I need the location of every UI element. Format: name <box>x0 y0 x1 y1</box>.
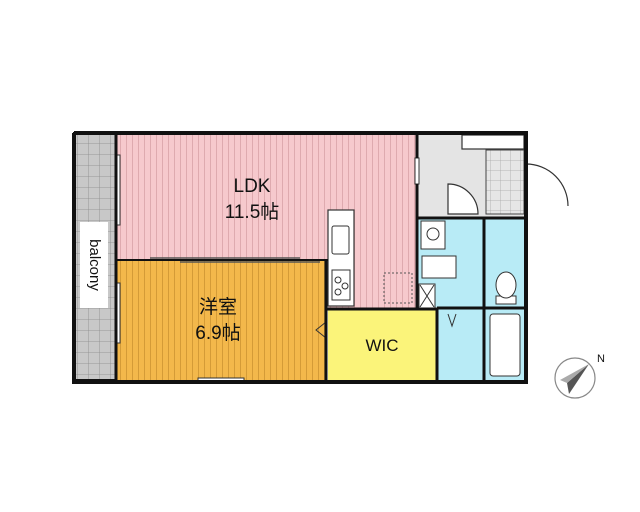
bath-corridor-floor <box>438 309 486 380</box>
balcony-label-bg <box>80 222 108 308</box>
burner-icon <box>341 282 349 290</box>
washbasin <box>420 220 446 250</box>
ldk-name-label: LDK <box>234 176 271 197</box>
burner-icon <box>334 288 342 296</box>
ldk-floor <box>117 135 417 261</box>
wic-floor <box>328 310 436 380</box>
balcony-label: balcony <box>86 239 103 291</box>
fridge-space <box>383 272 413 304</box>
entrance-tile <box>485 149 525 215</box>
bedroom-floor <box>117 261 326 380</box>
folding-door-mark <box>447 313 457 328</box>
compass: N <box>554 353 605 399</box>
washer-space <box>421 255 457 279</box>
hall-door-swing <box>447 183 479 215</box>
ldk-size-label: 11.5帖 <box>225 201 280 223</box>
ldk-top-window <box>414 157 420 185</box>
bedroom-size-label: 6.9帖 <box>195 322 240 344</box>
entrance-door-swing <box>525 163 569 207</box>
kitchen-sink <box>331 225 350 255</box>
toilet-bowl <box>495 271 517 299</box>
bathtub <box>489 313 521 377</box>
bedroom-name-label: 洋室 <box>199 296 237 318</box>
wic-label: WIC <box>365 336 398 355</box>
compass-north-label: N <box>597 353 605 365</box>
storage-cross-icon <box>419 284 435 308</box>
walls <box>72 131 528 384</box>
compass-needle-icon <box>567 364 589 394</box>
burner-icon <box>334 276 342 284</box>
basin-icon <box>426 227 440 241</box>
compass-needle-shadow-icon <box>560 364 589 383</box>
shoe-storage <box>461 134 525 150</box>
bedroom-door-mark <box>315 321 327 339</box>
